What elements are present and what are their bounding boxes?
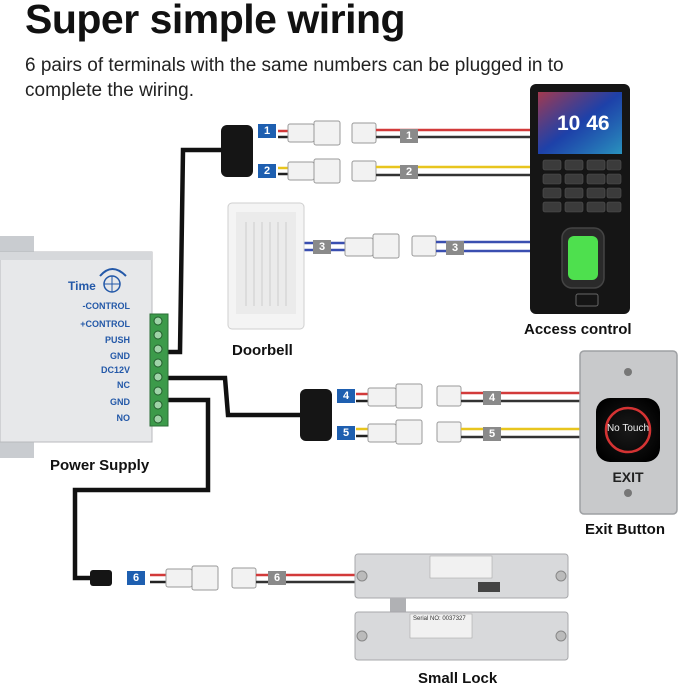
connector-tag-3: 3 — [313, 240, 331, 254]
lock-device — [354, 553, 569, 661]
no-touch-label: No Touch — [606, 423, 650, 434]
doorbell-device — [227, 202, 305, 330]
connector-tag-4: 4 — [337, 389, 355, 403]
exit-button-device — [579, 350, 678, 515]
page-subtitle: 6 pairs of terminals with the same numbe… — [25, 55, 564, 101]
connector-tag-5-grey: 5 — [483, 427, 501, 441]
small-lock-label: Small Lock — [418, 670, 498, 687]
fingerprint-sensor — [568, 236, 598, 280]
cable-sleeve — [221, 125, 253, 177]
terminal-label: -CONTROL — [82, 301, 131, 311]
terminal-label: GND — [110, 397, 130, 407]
terminal-block — [149, 313, 169, 427]
connector-tag-2-grey: 2 — [400, 165, 418, 179]
terminal-label: GND — [110, 351, 130, 361]
black-cables — [72, 147, 308, 581]
power-supply-device — [0, 236, 169, 458]
connector-tag-6-grey: 6 — [268, 571, 286, 585]
power-supply-label: Power Supply — [50, 457, 150, 474]
wiring-group-3 — [300, 233, 530, 259]
page-title: Super simple wiring — [25, 0, 406, 42]
doorbell-label: Doorbell — [232, 342, 293, 359]
wiring-group-1 — [221, 120, 530, 184]
connector-tag-1: 1 — [258, 124, 276, 138]
access-screen-time: 10 46 — [557, 112, 610, 135]
connector-tag-2: 2 — [258, 164, 276, 178]
connector-tag-1-grey: 1 — [400, 129, 418, 143]
connector-tag-5: 5 — [337, 426, 355, 440]
exit-label: EXIT — [612, 469, 644, 485]
connector-tag-4-grey: 4 — [483, 391, 501, 405]
connector-tag-3-grey: 3 — [446, 241, 464, 255]
terminal-label: NC — [117, 380, 130, 390]
terminal-label: DC12V — [100, 365, 130, 375]
terminal-label: NO — [116, 413, 131, 423]
access-control-device — [530, 84, 630, 314]
access-control-label: Access control — [524, 321, 632, 338]
exit-button-label: Exit Button — [585, 521, 665, 538]
time-label: Time — [68, 279, 96, 293]
lock-serial: Serial NO: 0037327 — [413, 616, 466, 622]
connector-tag-6: 6 — [127, 571, 145, 585]
terminal-label: PUSH — [104, 335, 130, 345]
wiring-group-4-5 — [300, 383, 580, 445]
terminal-label: +CONTROL — [80, 319, 130, 329]
